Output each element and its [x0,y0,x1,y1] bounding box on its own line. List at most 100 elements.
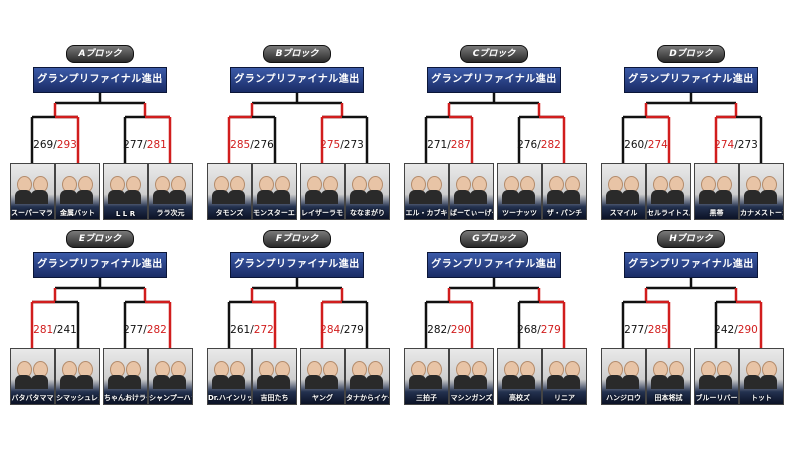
team-photo-figure [563,375,580,389]
team-name: 黒帯 [709,209,724,217]
match-score: 284/279 [306,324,378,336]
team-name: バタバタママ [11,394,54,402]
final-advance-banner: グランプリファイナル進出 [33,67,167,93]
team-card: モンスターエンジン [252,163,297,220]
score-team2: 290 [450,324,471,336]
team-photo-figure [518,190,535,204]
score-team2: 281 [146,139,167,151]
team-card: ララ次元 [148,163,193,220]
score-team2: 273 [737,139,758,151]
score-separator: / [447,139,451,151]
team-name: 田本将拭 [654,394,683,402]
team-card: ぱーてぃーげーむ [449,163,494,220]
team-name: シャンプーハット [149,394,192,402]
bracket-block: Cブロックグランプリファイナル進出271/287エル・カブキぱーてぃーげーむ27… [404,45,587,245]
team-photo-figure [169,375,186,389]
team-photo-figure [667,375,684,389]
score-team1: 271 [427,139,448,151]
team-photo-figure [228,375,245,389]
team-card: バタバタママ [10,348,55,405]
team-photo-figure [76,375,93,389]
team-name: ツーナッツ [502,209,537,217]
team-photo-figure [350,190,367,204]
team-name: ハンジロウ [606,394,641,402]
team-photo-figure [547,375,564,389]
team-card: セルライトスパ [646,163,691,220]
score-team2: 273 [343,139,364,151]
score-separator: / [143,324,147,336]
match-score: 271/287 [413,139,485,151]
final-advance-banner: グランプリファイナル進出 [33,252,167,278]
team-card: カナメストーン [739,163,784,220]
team-card: シマッシュレコード [55,348,100,405]
score-team1: 268 [517,324,538,336]
score-team1: 269 [33,139,54,151]
team-card: ツーナッツ [497,163,542,220]
team-photo-figure [366,190,383,204]
team-photo-figure [518,375,535,389]
team-photo-figure [60,375,77,389]
match-score: 242/290 [700,324,772,336]
bracket-lines [30,277,172,348]
score-separator: / [734,139,738,151]
score-separator: / [53,324,57,336]
match-score: 260/274 [610,139,682,151]
team-name: カナメストーン [740,209,783,217]
team-photo-figure [321,375,338,389]
team-photo-figure [124,375,141,389]
score-separator: / [250,324,254,336]
team-card: 金属バット [55,163,100,220]
match-score: 282/290 [413,324,485,336]
team-photo-figure [760,190,777,204]
score-separator: / [537,324,541,336]
team-photo-figure [212,190,229,204]
score-team2: 274 [647,139,668,151]
team-card: レイザーラモン [300,163,345,220]
team-card: Dr.ハインリッヒ [207,348,252,405]
team-card: タモンズ [207,163,252,220]
team-photo-figure [15,190,32,204]
match-score: 274/273 [700,139,772,151]
score-team1: 261 [230,324,251,336]
score-separator: / [340,139,344,151]
score-separator: / [53,139,57,151]
team-card: タナからイケダ [345,348,390,405]
final-advance-banner: グランプリファイナル進出 [624,67,758,93]
team-photo-figure [547,190,564,204]
final-advance-banner: グランプリファイナル進出 [427,67,561,93]
team-photo-figure [228,190,245,204]
team-photo-figure [502,190,519,204]
team-name: ななまがり [350,209,385,217]
score-team2: 282 [146,324,167,336]
score-team1: 277 [624,324,645,336]
team-name: タモンズ [215,209,244,217]
final-advance-banner: グランプリファイナル進出 [230,67,364,93]
score-team2: 272 [253,324,274,336]
block-label: Dブロック [657,45,725,63]
team-name: レイザーラモン [301,209,344,217]
score-separator: / [537,139,541,151]
bracket-block: Fブロックグランプリファイナル進出261/272Dr.ハインリッヒ吉田たち284… [207,230,390,430]
bracket-block: Eブロックグランプリファイナル進出281/241バタバタママシマッシュレコード2… [10,230,193,430]
team-card: ハンジロウ [601,348,646,405]
score-team1: 277 [123,324,144,336]
score-team2: 241 [56,324,77,336]
team-photo-figure [425,375,442,389]
team-photo-figure [454,190,471,204]
team-name: タナからイケダ [346,394,389,402]
team-photo-figure [321,190,338,204]
team-card: ザ・パンチ [542,163,587,220]
match-score: 269/293 [19,139,91,151]
team-card: 高校ズ [497,348,542,405]
team-photo-figure [699,375,716,389]
bracket-block: Aブロックグランプリファイナル進出269/293スーパーマラドーナ金属バット27… [10,45,193,245]
score-team1: 275 [320,139,341,151]
team-photo-figure [305,375,322,389]
team-name: 三拍子 [416,394,437,402]
team-name: シマッシュレコード [56,394,99,402]
team-photo-figure [699,190,716,204]
team-photo-figure [124,190,141,204]
team-photo-figure [409,190,426,204]
team-photo-figure [744,375,761,389]
match-score: 275/273 [306,139,378,151]
